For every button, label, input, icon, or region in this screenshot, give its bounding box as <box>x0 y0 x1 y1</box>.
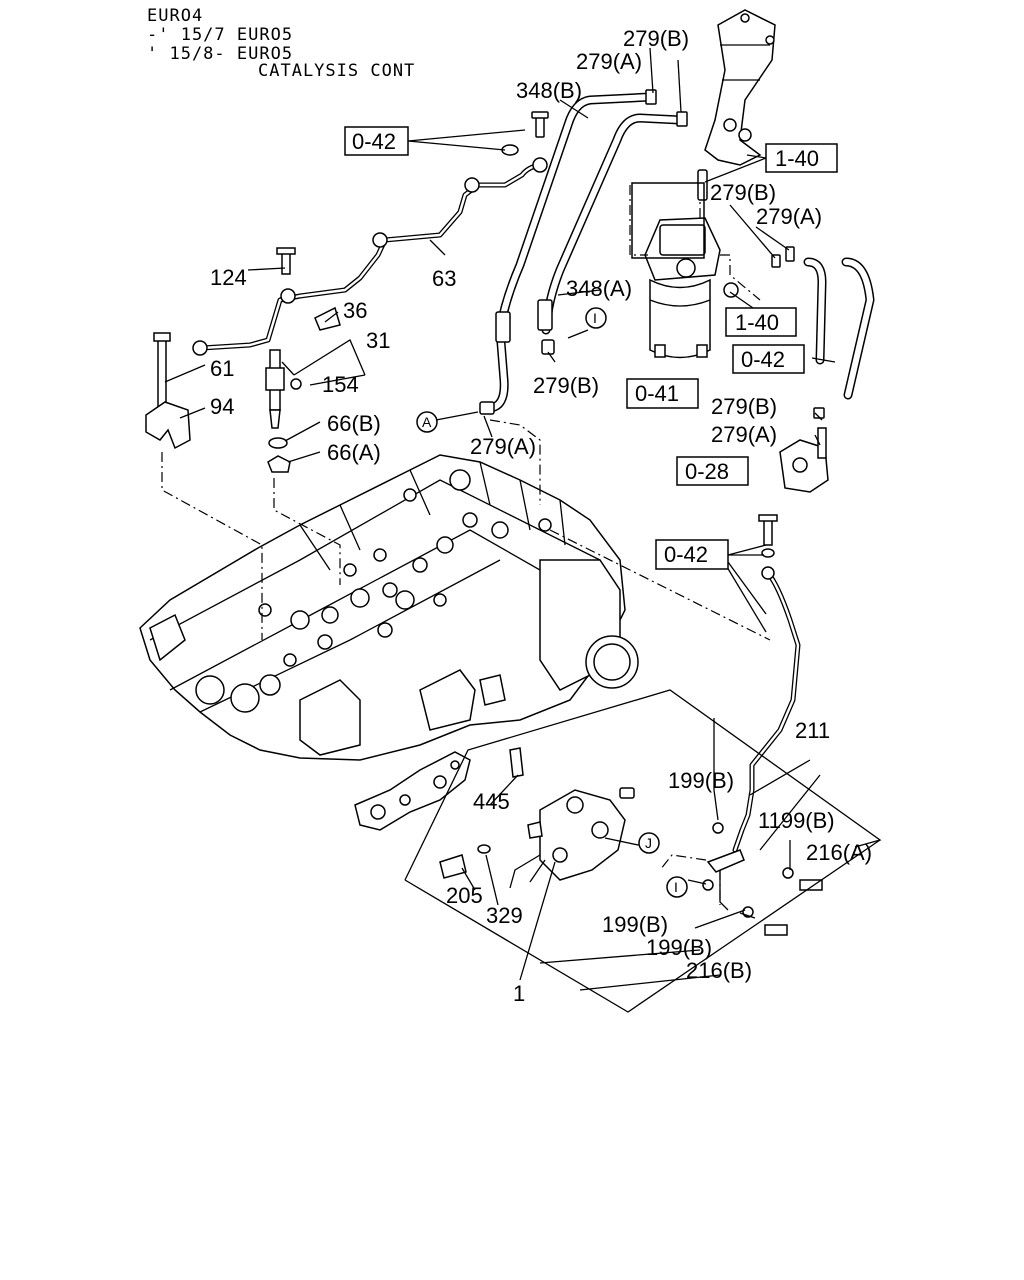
marker-i-low: I <box>674 879 678 895</box>
injection-pump-assembly <box>354 747 635 889</box>
label-279a-right: 279(A) <box>756 204 822 229</box>
label-279b-right-low: 279(B) <box>711 394 777 419</box>
label-216b: 216(B) <box>686 958 752 983</box>
label-36: 36 <box>343 298 367 323</box>
label-61: 61 <box>210 356 234 381</box>
ref-0-42-lower: 0-42 <box>664 542 708 567</box>
fuel-filter-assembly <box>631 9 776 359</box>
location-markers: I A J I <box>416 307 688 898</box>
label-211: 211 <box>795 718 830 743</box>
header-line-3: ' 15/8- EURO5 <box>147 44 294 64</box>
marker-a: A <box>422 414 432 430</box>
leak-off-pipe-63 <box>192 111 549 356</box>
label-279a-right-low: 279(A) <box>711 422 777 447</box>
label-279a-center: 279(A) <box>470 434 536 459</box>
label-199b-3: 199(B) <box>646 935 712 960</box>
label-1: 1 <box>513 981 525 1006</box>
reference-boxes: 0-42 1-40 1-40 0-42 0-41 0-28 0-42 <box>344 126 838 570</box>
marker-j: J <box>645 835 652 851</box>
label-199b-2: 199(B) <box>602 912 668 937</box>
label-348a: 348(A) <box>566 276 632 301</box>
marker-i-top: I <box>593 310 597 326</box>
ref-0-42-right: 0-42 <box>741 347 785 372</box>
label-199b-1: 199(B) <box>668 768 734 793</box>
header-line-2: -' 15/7 EURO5 <box>147 25 294 45</box>
label-124: 124 <box>210 265 247 290</box>
label-94: 94 <box>210 394 234 419</box>
label-66b: 66(B) <box>327 411 381 436</box>
header-line-1: EURO4 <box>147 6 204 26</box>
label-216a: 216(A) <box>806 840 872 865</box>
ref-0-28: 0-28 <box>685 459 729 484</box>
label-348b: 348(B) <box>516 78 582 103</box>
ref-1-40-mid: 1-40 <box>735 310 779 335</box>
cylinder-head-illustration <box>139 454 639 761</box>
label-279a-top: 279(A) <box>576 49 642 74</box>
callout-lines <box>164 47 882 1013</box>
injector-parts <box>145 332 302 473</box>
part-labels: 279(B) 279(A) 348(B) 279(B) 279(A) 124 6… <box>210 26 872 1006</box>
label-329: 329 <box>486 903 523 928</box>
label-154: 154 <box>322 372 359 397</box>
label-279b-center: 279(B) <box>533 373 599 398</box>
label-31: 31 <box>366 328 390 353</box>
dashed-leader-lines <box>161 185 771 905</box>
label-66a: 66(A) <box>327 440 381 465</box>
ref-0-41: 0-41 <box>635 381 679 406</box>
header-line-4: CATALYSIS CONT <box>258 61 416 81</box>
label-445: 445 <box>473 789 510 814</box>
fuel-hoses-348 <box>479 89 875 419</box>
label-1199b: 1199(B) <box>758 808 835 833</box>
label-279b-right: 279(B) <box>710 180 776 205</box>
right-lower-fittings <box>702 427 829 936</box>
label-63: 63 <box>432 266 456 291</box>
ref-0-42-top: 0-42 <box>352 129 396 154</box>
label-279b-top: 279(B) <box>623 26 689 51</box>
label-205: 205 <box>446 883 483 908</box>
ref-1-40-top: 1-40 <box>775 146 819 171</box>
